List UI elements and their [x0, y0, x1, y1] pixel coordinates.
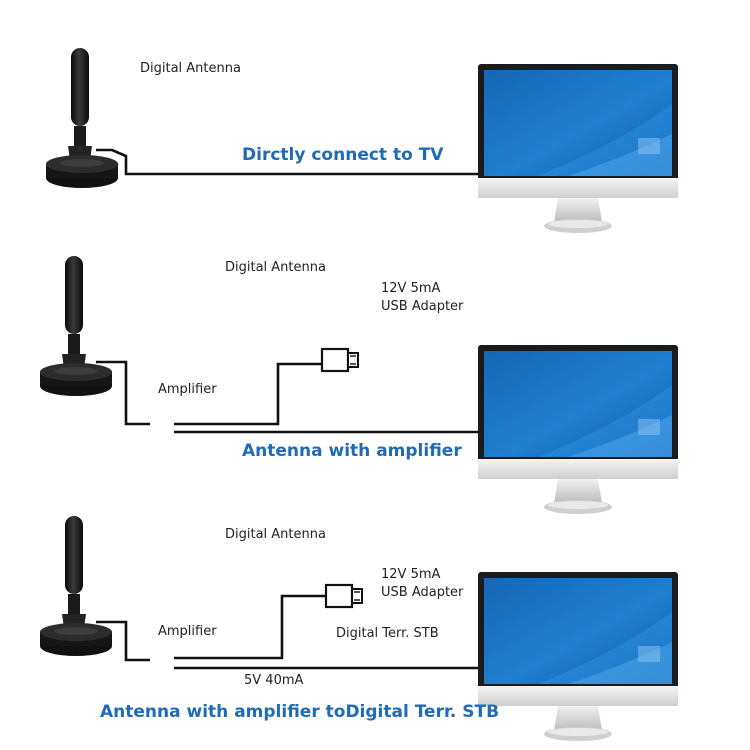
antenna-to-amplifier-cable: [96, 620, 150, 662]
antenna-label: Digital Antenna: [225, 260, 326, 275]
caption-direct: Dirctly connect to TV: [242, 145, 444, 165]
current-label: 5V 40mA: [244, 673, 304, 688]
caption-amplifier: Antenna with amplifier: [242, 441, 462, 461]
tv-monitor-icon: [478, 572, 678, 741]
power-label-voltage: 12V 5mA: [381, 567, 441, 582]
tv-monitor-icon: [478, 345, 678, 514]
caption-set-top-box: Antenna with amplifier toDigital Terr. S…: [100, 702, 500, 722]
antenna-icon: [46, 48, 118, 188]
antenna-to-tv-cable: [96, 148, 480, 176]
antenna-label: Digital Antenna: [140, 61, 241, 76]
power-label-adapter: USB Adapter: [381, 299, 464, 314]
amplifier-label: Amplifier: [158, 624, 217, 639]
antenna-icon: [40, 516, 112, 656]
usb-power-cable: [174, 362, 322, 426]
usb-plug-icon: [320, 347, 360, 373]
usb-plug-icon: [324, 583, 364, 609]
section-amplifier: [40, 256, 678, 514]
stb-label: Digital Terr. STB: [336, 626, 439, 641]
power-label-voltage: 12V 5mA: [381, 281, 441, 296]
power-label-adapter: USB Adapter: [381, 585, 464, 600]
antenna-to-amplifier-cable: [96, 360, 150, 426]
antenna-icon: [40, 256, 112, 396]
tv-monitor-icon: [478, 64, 678, 233]
section-direct: [46, 48, 678, 233]
antenna-label: Digital Antenna: [225, 527, 326, 542]
section-set-top-box: [40, 516, 678, 741]
usb-power-cable: [174, 594, 326, 660]
amplifier-label: Amplifier: [158, 382, 217, 397]
